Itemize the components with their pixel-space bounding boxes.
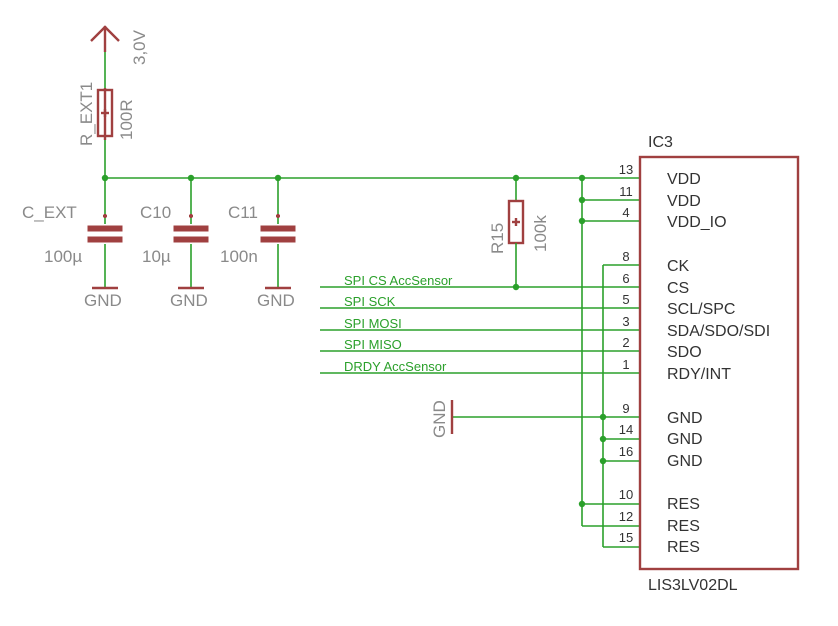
pin-name: SCL/SPC (667, 301, 735, 318)
pin-number: 3 (622, 314, 629, 329)
net-label: DRDY AccSensor (344, 359, 447, 374)
c-ext-value: 100µ (44, 247, 82, 266)
r15-value: 100k (531, 215, 550, 252)
ic3-pins: 13 VDD 11 VDD 4 VDD_IO 8 CK 6 CS 5 SCL/S… (619, 162, 770, 556)
c-ext-gnd: GND (84, 291, 122, 310)
pin-name: RES (667, 496, 700, 513)
pin-name: RES (667, 539, 700, 556)
pin-number: 4 (622, 205, 629, 220)
pin-number: 2 (622, 335, 629, 350)
c10-value: 10µ (142, 247, 171, 266)
capacitor-c-ext: C_EXT 100µ GND (22, 178, 123, 310)
pin-name: VDD (667, 171, 701, 188)
pin-number: 15 (619, 530, 633, 545)
pin-number: 6 (622, 271, 629, 286)
pin-name: GND (667, 431, 703, 448)
capacitor-c11: C11 100n GND (220, 178, 296, 310)
pin-name: RES (667, 518, 700, 535)
gnd-symbol-label: GND (430, 400, 449, 438)
pin-number: 12 (619, 509, 633, 524)
net-label: SPI CS AccSensor (344, 273, 453, 288)
ic3-body: IC3 LIS3LV02DL (638, 134, 800, 594)
ic3-part: LIS3LV02DL (648, 577, 738, 594)
pin-number: 9 (622, 401, 629, 416)
net-drdy: DRDY AccSensor (320, 359, 640, 374)
c10-name: C10 (140, 203, 171, 222)
net-spi-cs: SPI CS AccSensor (320, 273, 640, 288)
pin-number: 1 (622, 357, 629, 372)
c11-value: 100n (220, 247, 258, 266)
net-label: SPI MOSI (344, 316, 402, 331)
c11-gnd: GND (257, 291, 295, 310)
pin-number: 5 (622, 292, 629, 307)
supply-label: 3,0V (130, 29, 149, 65)
pin-number: 13 (619, 162, 633, 177)
r-ext1-value: 100R (117, 99, 136, 140)
c11-name: C11 (228, 203, 258, 222)
net-spi-sck: SPI SCK (320, 294, 640, 309)
supply-symbol: 3,0V (90, 25, 149, 65)
pin-name: VDD_IO (667, 214, 727, 231)
resistor-r15: R15 100k (488, 178, 550, 291)
pin-number: 11 (619, 184, 633, 199)
pin-name: CK (667, 258, 690, 275)
pin-name: CS (667, 280, 689, 297)
capacitor-c10: C10 10µ GND (140, 178, 209, 310)
c-ext-name: C_EXT (22, 203, 77, 222)
pin-name: SDA/SDO/SDI (667, 323, 770, 340)
pin-name: VDD (667, 193, 701, 210)
c10-gnd: GND (170, 291, 208, 310)
gnd-symbol: GND (430, 400, 454, 438)
net-spi-miso: SPI MISO (320, 337, 640, 352)
pin-number: 8 (622, 249, 629, 264)
net-label: SPI MISO (344, 337, 402, 352)
r-ext1-name: R_EXT1 (77, 82, 96, 146)
net-label: SPI SCK (344, 294, 396, 309)
pin-name: GND (667, 410, 703, 427)
resistor-r-ext1: R_EXT1 100R (77, 82, 136, 146)
net-spi-mosi: SPI MOSI (320, 316, 640, 331)
r15-name: R15 (488, 223, 507, 254)
pin-number: 16 (619, 444, 633, 459)
pin-name: GND (667, 453, 703, 470)
ic3-name: IC3 (648, 134, 673, 151)
pin-number: 10 (619, 487, 633, 502)
pin-number: 14 (619, 422, 633, 437)
pin-name: RDY/INT (667, 366, 731, 383)
pin-name: SDO (667, 344, 702, 361)
